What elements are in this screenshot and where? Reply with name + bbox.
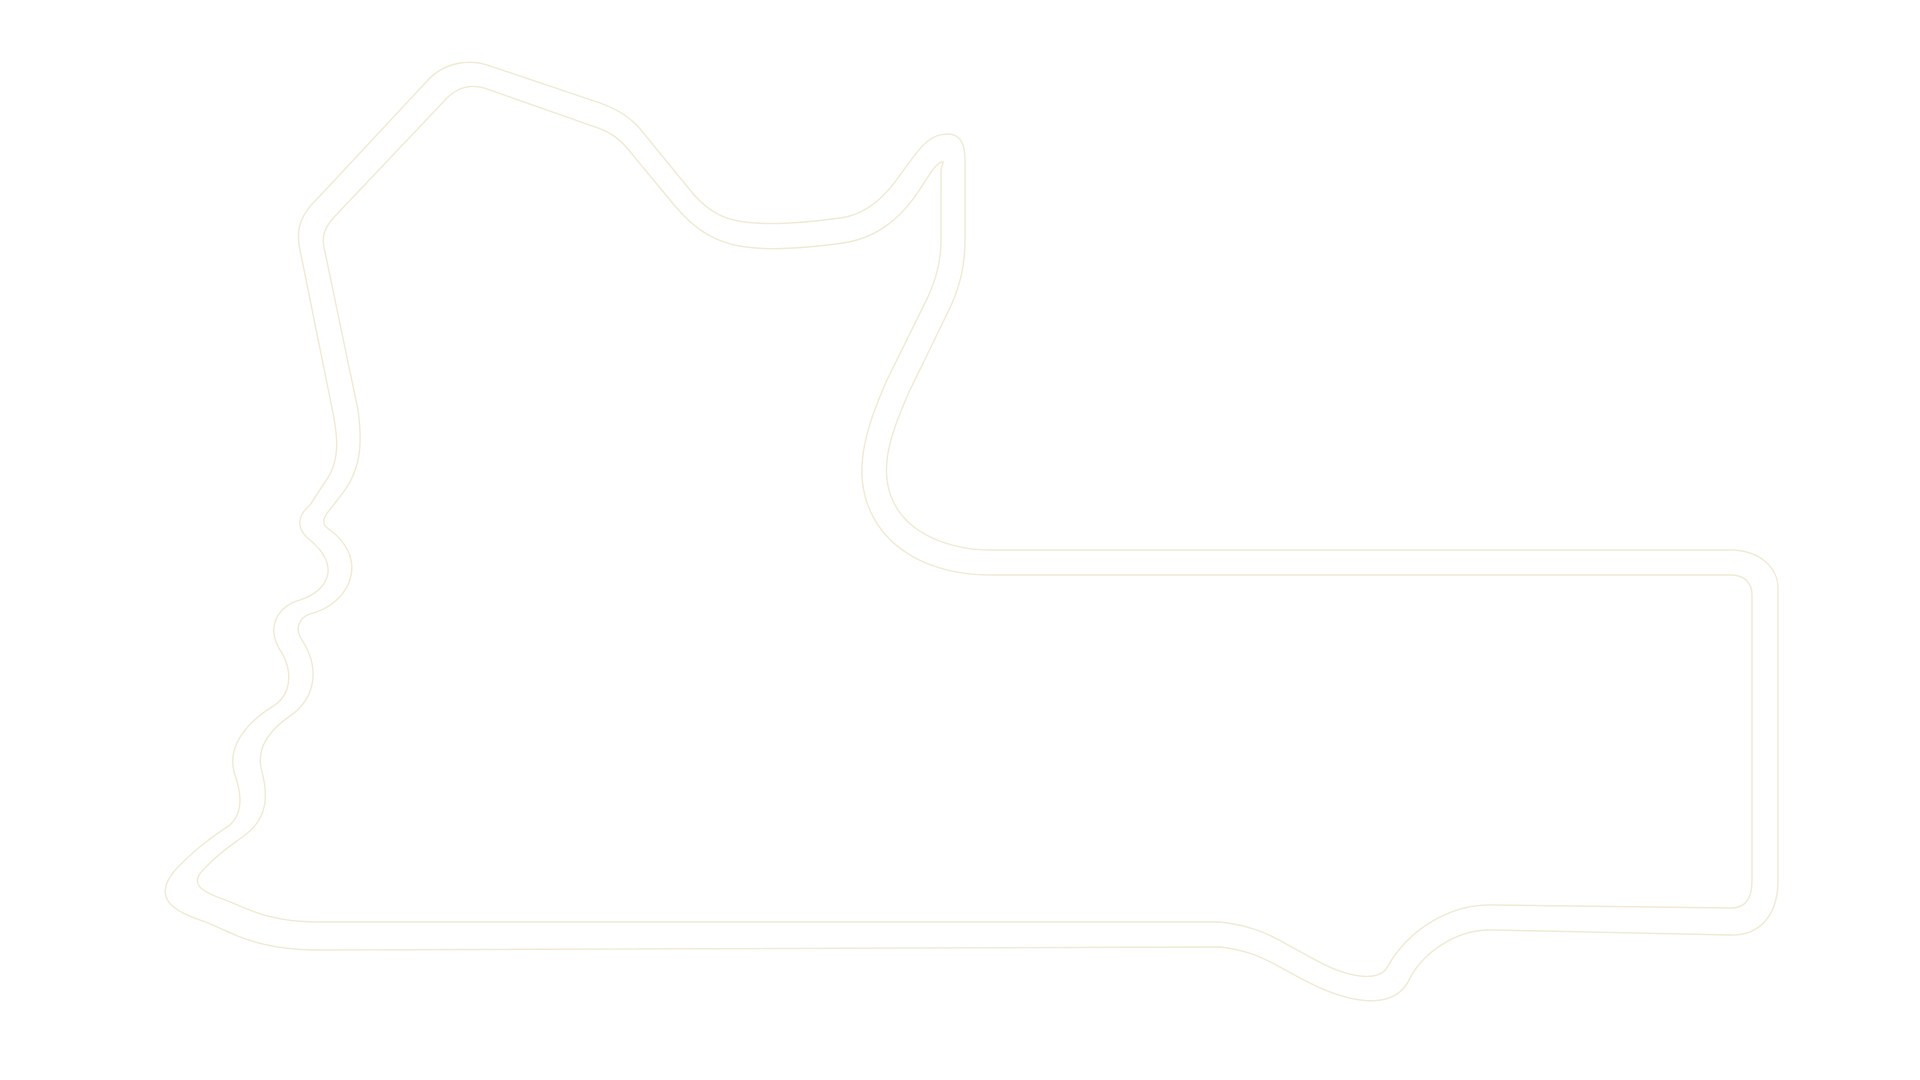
track-inner-edge (196, 85, 1753, 978)
track-outer-edge (164, 61, 1779, 1002)
